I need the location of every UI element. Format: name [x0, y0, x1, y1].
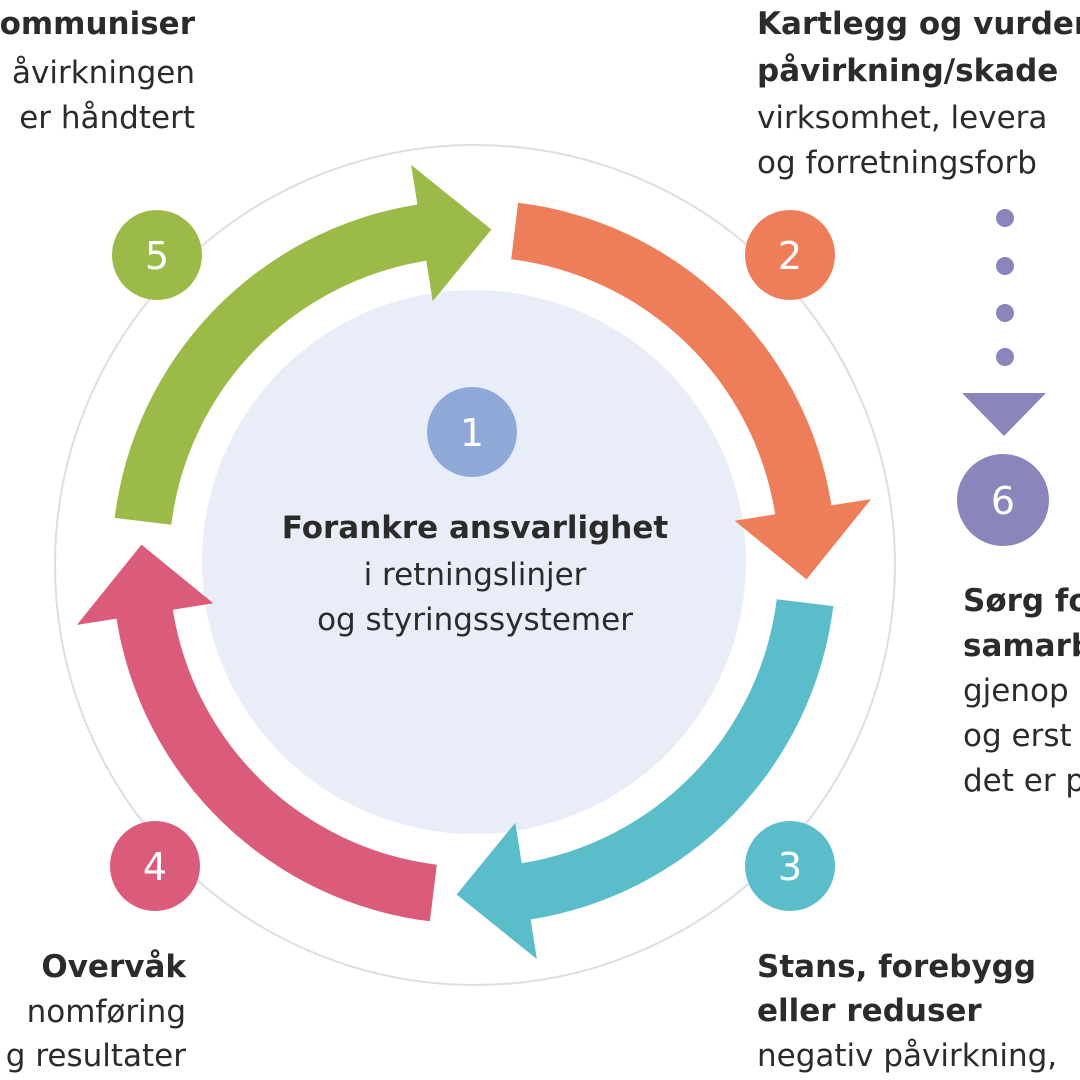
step2-text: virksomhet, levera [757, 100, 1047, 136]
connector-dot [996, 257, 1014, 275]
step2-title: Kartlegg og vurder [757, 6, 1080, 42]
connector-dot [996, 348, 1014, 366]
badge-step1: 1 [427, 387, 517, 477]
badge-circle-step4 [110, 821, 200, 911]
badge-number: 1 [460, 411, 484, 455]
step6-text: gjenop [963, 673, 1069, 709]
step3-title: Stans, forebygg [757, 949, 1036, 985]
center-title: Forankre ansvarlighet [282, 510, 669, 546]
step3-title: eller reduser [757, 993, 982, 1029]
badge-step5: 5 [112, 210, 202, 300]
down-triangle-icon [962, 393, 1046, 436]
step4-title: Overvåk [41, 949, 187, 985]
badge-circle-step3 [745, 821, 835, 911]
step4-text: g resultater [6, 1038, 186, 1074]
badge-step3: 3 [745, 821, 835, 911]
badge-number: 4 [143, 845, 167, 889]
step5-title: ommuniser [0, 6, 196, 42]
step6-title: Sørg fo [963, 583, 1080, 619]
badge-circle-step6 [957, 454, 1049, 546]
outer-ring [54, 144, 896, 986]
step6-text: det er p [963, 763, 1080, 799]
step5-text: er håndtert [19, 100, 195, 136]
center-circle [202, 290, 746, 834]
badge-circle-step5 [112, 210, 202, 300]
badge-number: 3 [778, 845, 802, 889]
center-line: i retningslinjer [364, 557, 587, 593]
badge-number: 6 [991, 479, 1015, 523]
badge-number: 2 [778, 234, 802, 278]
arrow-step3 [456, 599, 834, 960]
center-line: og styringssystemer [317, 602, 633, 638]
arrow-step5 [114, 164, 492, 525]
cycle-arrows [76, 164, 872, 960]
step5-text: åvirkningen [12, 55, 195, 91]
badge-circle-step1 [427, 387, 517, 477]
dotted-connector [962, 209, 1046, 436]
connector-dot [996, 304, 1014, 322]
step2-text: og forretningsforb [757, 145, 1037, 181]
badge-step6: 6 [957, 454, 1049, 546]
badge-number: 5 [145, 234, 169, 278]
step3-text: negativ påvirkning, [757, 1038, 1057, 1074]
step2-title: påvirkning/skade [757, 53, 1058, 89]
arrow-step2 [511, 202, 872, 580]
step4-text: nomføring [27, 994, 186, 1030]
step6-title: samarb [963, 628, 1080, 664]
badge-step4: 4 [110, 821, 200, 911]
badge-step2: 2 [745, 210, 835, 300]
badge-circle-step2 [745, 210, 835, 300]
arrow-step4 [76, 544, 437, 922]
connector-dot [996, 209, 1014, 227]
step6-text: og erst [963, 718, 1072, 754]
